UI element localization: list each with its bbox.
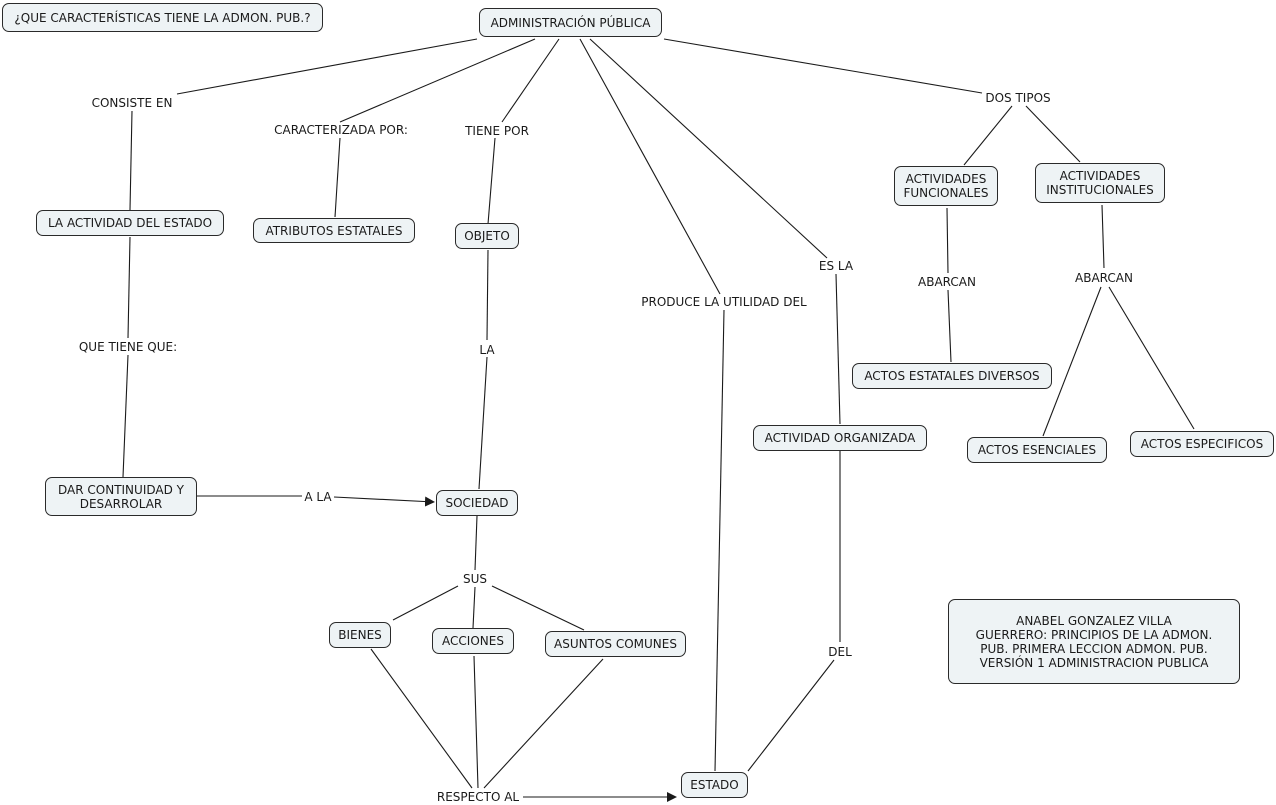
connector	[501, 38, 560, 123]
concept-actos-estatales-diversos[interactable]: ACTOS ESTATALES DIVERSOS	[852, 363, 1052, 389]
connector	[392, 585, 459, 621]
concept-actividades-funcionales[interactable]: ACTIVIDADES FUNCIONALES	[894, 166, 998, 206]
concept-asuntos-comunes[interactable]: ASUNTOS COMUNES	[545, 631, 686, 657]
connector	[483, 658, 604, 789]
connector	[333, 496, 435, 507]
connector	[334, 137, 341, 218]
concept-actos-especificos[interactable]: ACTOS ESPECIFICOS	[1130, 431, 1274, 457]
connector	[579, 38, 721, 295]
connector	[474, 515, 478, 571]
concept-estado[interactable]: ESTADO	[681, 772, 748, 798]
connector	[487, 137, 496, 225]
link-produce-utilidad: PRODUCE LA UTILIDAD DEL	[639, 295, 809, 309]
connector	[486, 249, 489, 341]
link-tiene-por: TIENE POR	[463, 124, 531, 138]
link-caracterizada-por: CARACTERIZADA POR:	[272, 123, 410, 137]
concept-actos-esenciales[interactable]: ACTOS ESENCIALES	[967, 437, 1107, 463]
connector	[714, 309, 725, 772]
link-abarcan-institucionales: ABARCAN	[1073, 271, 1135, 285]
connector	[122, 354, 129, 478]
link-es-la: ES LA	[816, 259, 856, 273]
connector	[946, 207, 949, 274]
connector	[1101, 204, 1105, 269]
link-la: LA	[477, 343, 497, 357]
connector	[491, 585, 585, 631]
concept-actividad-organizada[interactable]: ACTIVIDAD ORGANIZADA	[753, 425, 927, 451]
concept-sociedad[interactable]: SOCIEDAD	[436, 490, 518, 516]
concept-bienes[interactable]: BIENES	[329, 622, 391, 648]
connector	[129, 110, 133, 211]
credits-box[interactable]: ANABEL GONZALEZ VILLA GUERRERO: PRINCIPI…	[948, 599, 1240, 684]
connector	[127, 236, 131, 339]
connector	[1025, 105, 1081, 163]
link-consiste-en: CONSISTE EN	[89, 96, 175, 110]
connector	[339, 38, 536, 123]
root-concept[interactable]: ADMINISTRACIÓN PÚBLICA	[479, 8, 662, 37]
concept-atributos-estatales[interactable]: ATRIBUTOS ESTATALES	[253, 218, 415, 243]
connector	[947, 289, 952, 363]
connector	[1108, 286, 1195, 430]
link-dos-tipos: DOS TIPOS	[983, 91, 1053, 105]
connector	[478, 356, 488, 490]
connector	[1042, 286, 1102, 437]
connector	[370, 648, 473, 789]
connector	[663, 38, 983, 94]
concept-acciones[interactable]: ACCIONES	[432, 628, 514, 654]
link-del: DEL	[826, 645, 854, 659]
connector	[963, 105, 1013, 166]
connector	[747, 659, 835, 772]
concept-actividades-institucionales[interactable]: ACTIVIDADES INSTITUCIONALES	[1035, 163, 1165, 203]
concept-objeto[interactable]: OBJETO	[455, 223, 519, 249]
link-a-la: A LA	[302, 490, 334, 504]
concept-actividad-estado[interactable]: LA ACTIVIDAD DEL ESTADO	[36, 210, 224, 236]
connector	[589, 38, 828, 259]
connector	[176, 38, 478, 95]
link-abarcan-funcionales: ABARCAN	[916, 275, 978, 289]
question-node[interactable]: ¿QUE CARACTERÍSTICAS TIENE LA ADMON. PUB…	[2, 3, 323, 32]
concept-dar-continuidad[interactable]: DAR CONTINUIDAD Y DESARROLAR	[45, 477, 197, 516]
link-respecto-al: RESPECTO AL	[434, 790, 522, 804]
connector	[835, 273, 841, 425]
link-que-tiene-que: QUE TIENE QUE:	[76, 340, 180, 354]
connector	[472, 586, 476, 629]
link-sus: SUS	[460, 572, 490, 586]
connector	[473, 655, 479, 789]
